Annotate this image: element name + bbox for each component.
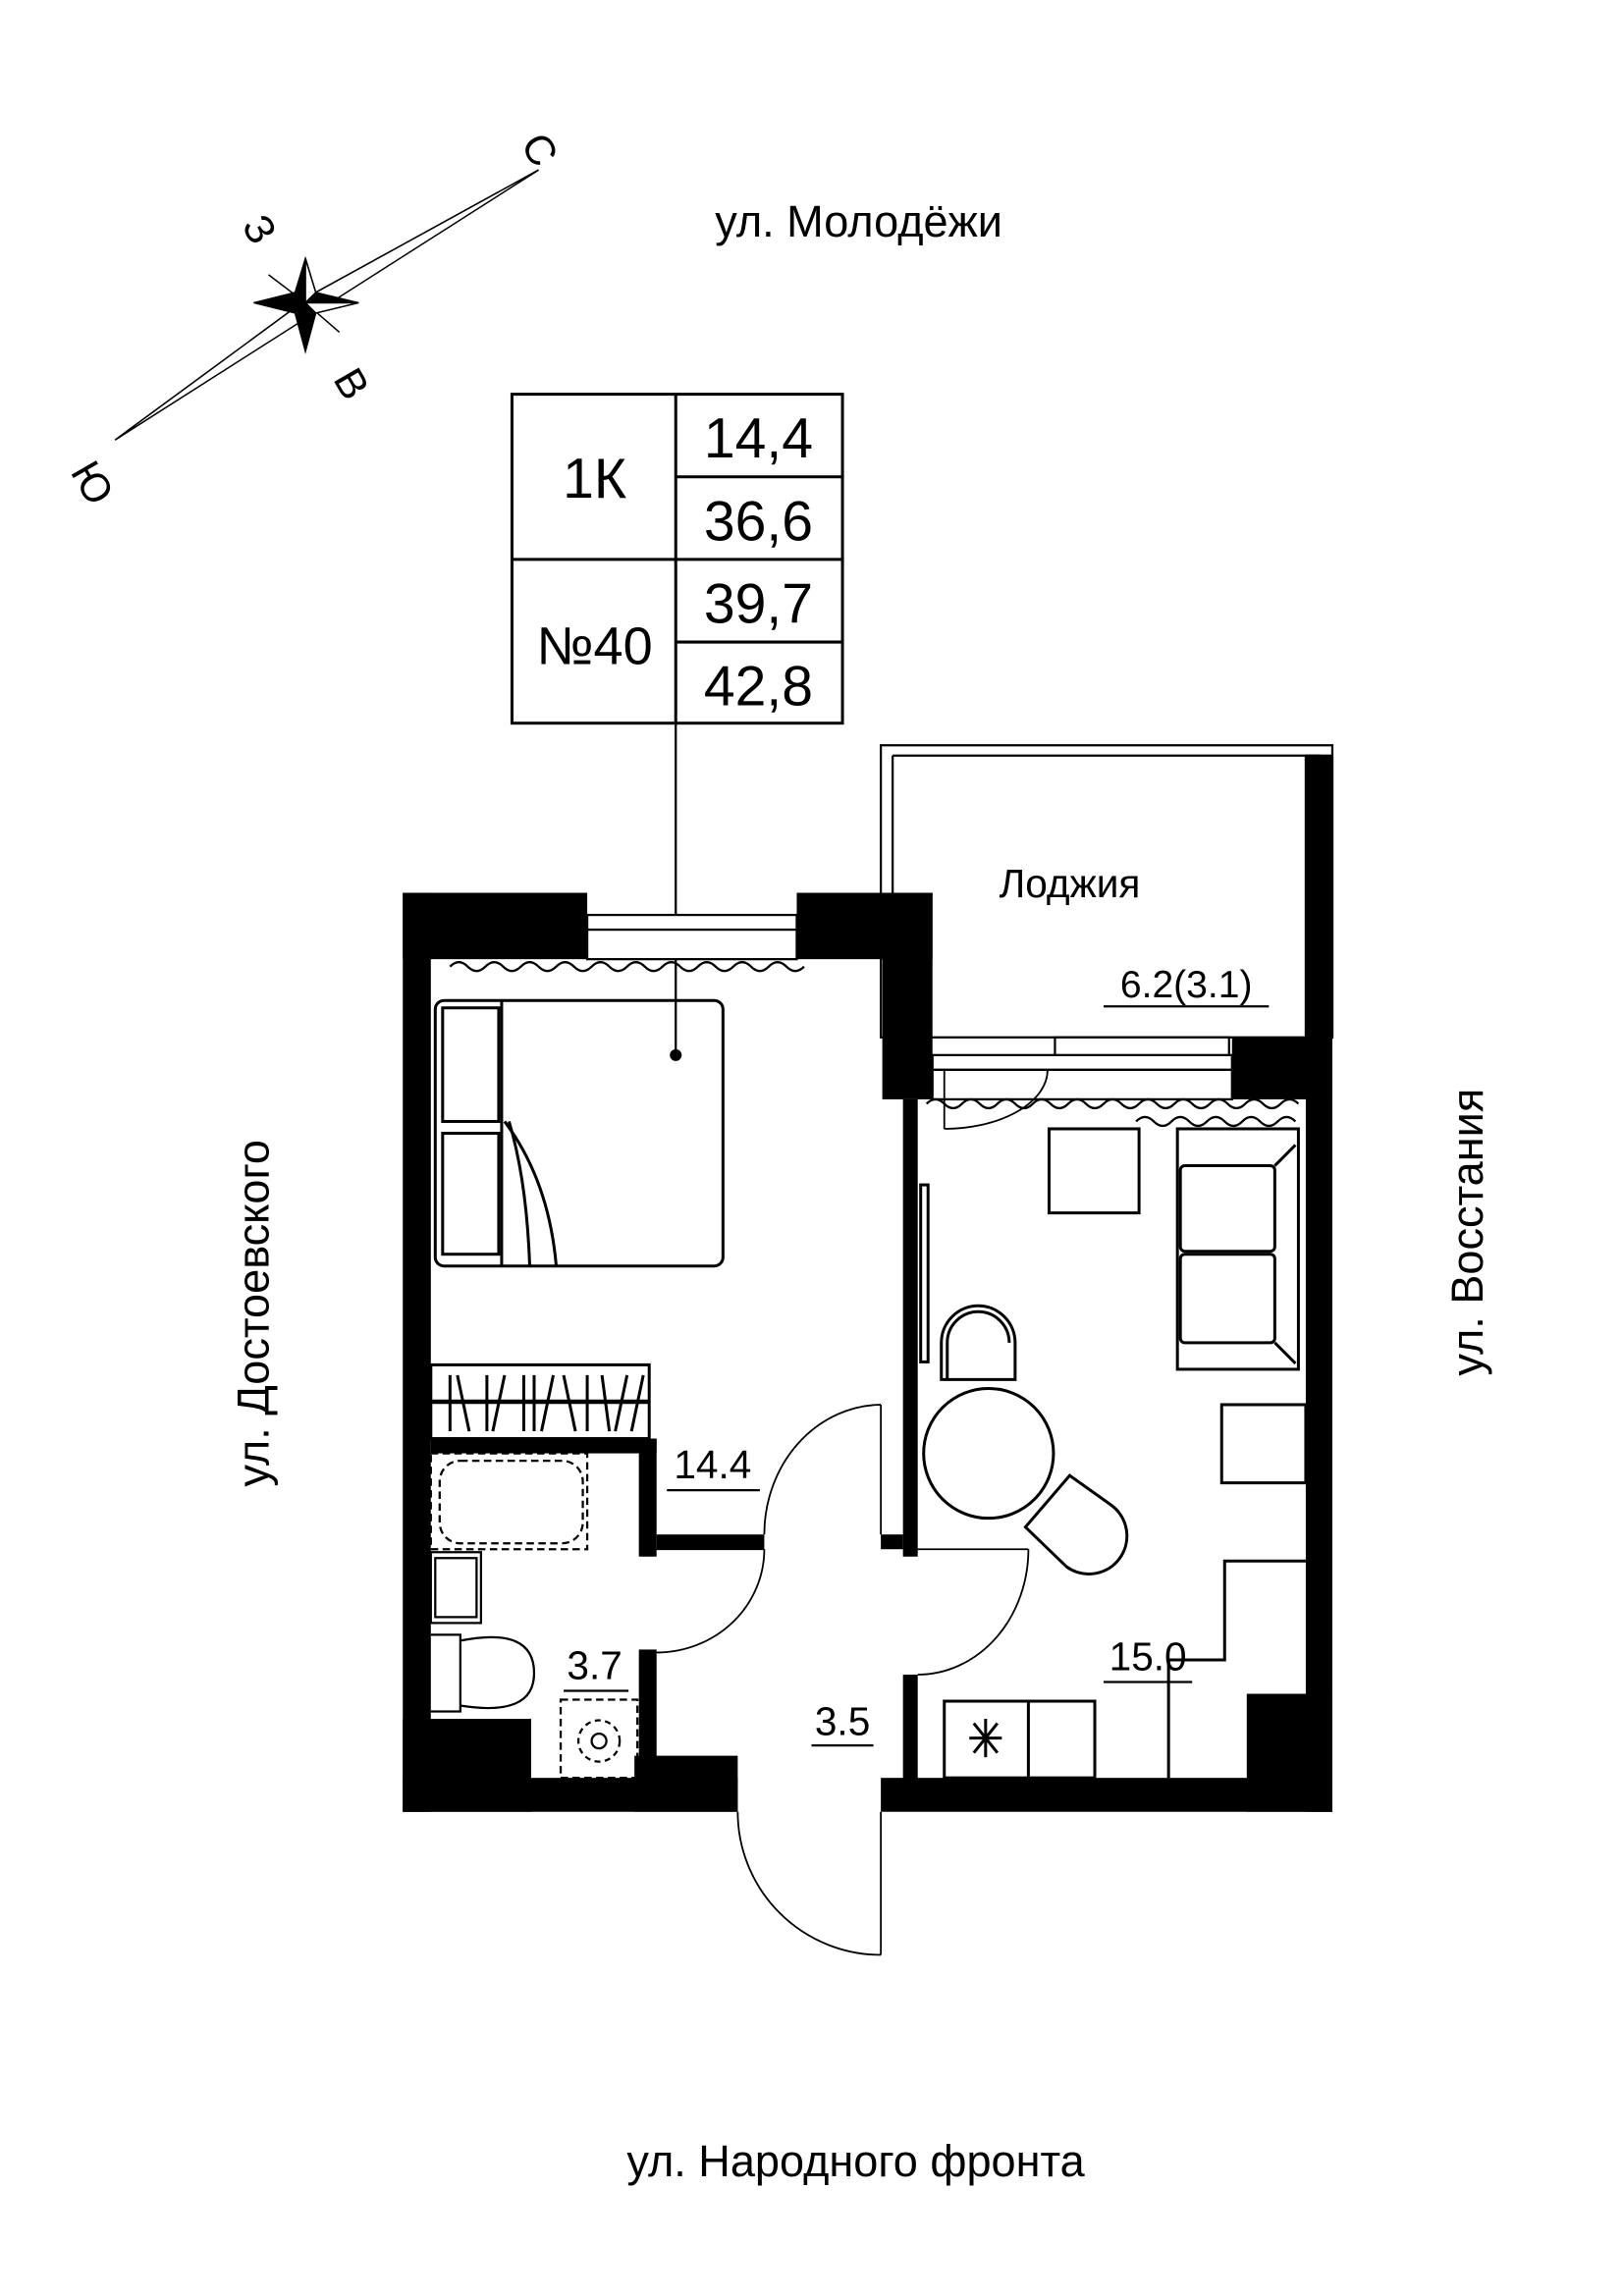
bathtub-icon bbox=[438, 1459, 584, 1545]
chair bbox=[1023, 1473, 1129, 1575]
dining-table bbox=[922, 1386, 1055, 1521]
hall-area: 3.5 bbox=[815, 1699, 870, 1744]
stove-icon bbox=[969, 1719, 1002, 1758]
area-with-loggia-value: 39,7 bbox=[704, 573, 813, 636]
street-east: ул. Восстания bbox=[1442, 1089, 1492, 1376]
living-area: 15.0 bbox=[1109, 1633, 1187, 1679]
living-room-furniture bbox=[919, 1127, 1308, 1780]
toilet-icon bbox=[430, 1633, 536, 1713]
compass-rose-icon bbox=[114, 169, 539, 441]
windows bbox=[585, 913, 1233, 1101]
sink-icon bbox=[429, 1551, 483, 1625]
doors bbox=[656, 1069, 1049, 1956]
living-room-door[interactable] bbox=[917, 1548, 1030, 1676]
bed bbox=[433, 998, 725, 1268]
bathroom-area: 3.7 bbox=[567, 1642, 622, 1687]
compass-west-label: З bbox=[234, 207, 286, 252]
living-area-value: 14,4 bbox=[704, 407, 813, 470]
compass-north-label: С bbox=[513, 126, 568, 175]
street-north: ул. Молодёжи bbox=[715, 196, 1002, 246]
curtains bbox=[449, 961, 1300, 1128]
bathroom-fixtures bbox=[429, 1452, 639, 1780]
street-south: ул. Народного фронта bbox=[626, 2136, 1085, 2186]
loggia-door[interactable] bbox=[943, 1069, 1049, 1130]
sofa bbox=[1175, 1127, 1300, 1371]
walls bbox=[403, 892, 1332, 1812]
leader-dot bbox=[670, 1048, 682, 1061]
compass-east-label: В bbox=[325, 360, 379, 407]
area-full-loggia-value: 42,8 bbox=[704, 656, 813, 719]
kitchen-counter bbox=[1166, 1559, 1306, 1779]
washer-icon bbox=[559, 1698, 639, 1780]
entrance-door[interactable] bbox=[736, 1811, 883, 1956]
apartment-type: 1К bbox=[563, 448, 626, 510]
bathroom-door[interactable] bbox=[656, 1548, 766, 1654]
bedroom-door[interactable] bbox=[763, 1404, 883, 1535]
total-area-value: 36,6 bbox=[704, 490, 813, 553]
street-west: ул. Достоевского bbox=[228, 1140, 278, 1487]
chair bbox=[940, 1304, 1017, 1381]
loggia-area: 6.2(3.1) bbox=[1120, 964, 1253, 1006]
apartment-number: №40 bbox=[537, 617, 653, 676]
coffee-table bbox=[1047, 1127, 1141, 1215]
apartment-info-table bbox=[510, 393, 844, 725]
loggia-label: Лоджия bbox=[1000, 861, 1141, 906]
bedroom-area: 14.4 bbox=[674, 1442, 751, 1487]
wardrobe bbox=[429, 1362, 651, 1441]
compass-south-label: Ю bbox=[62, 454, 123, 512]
